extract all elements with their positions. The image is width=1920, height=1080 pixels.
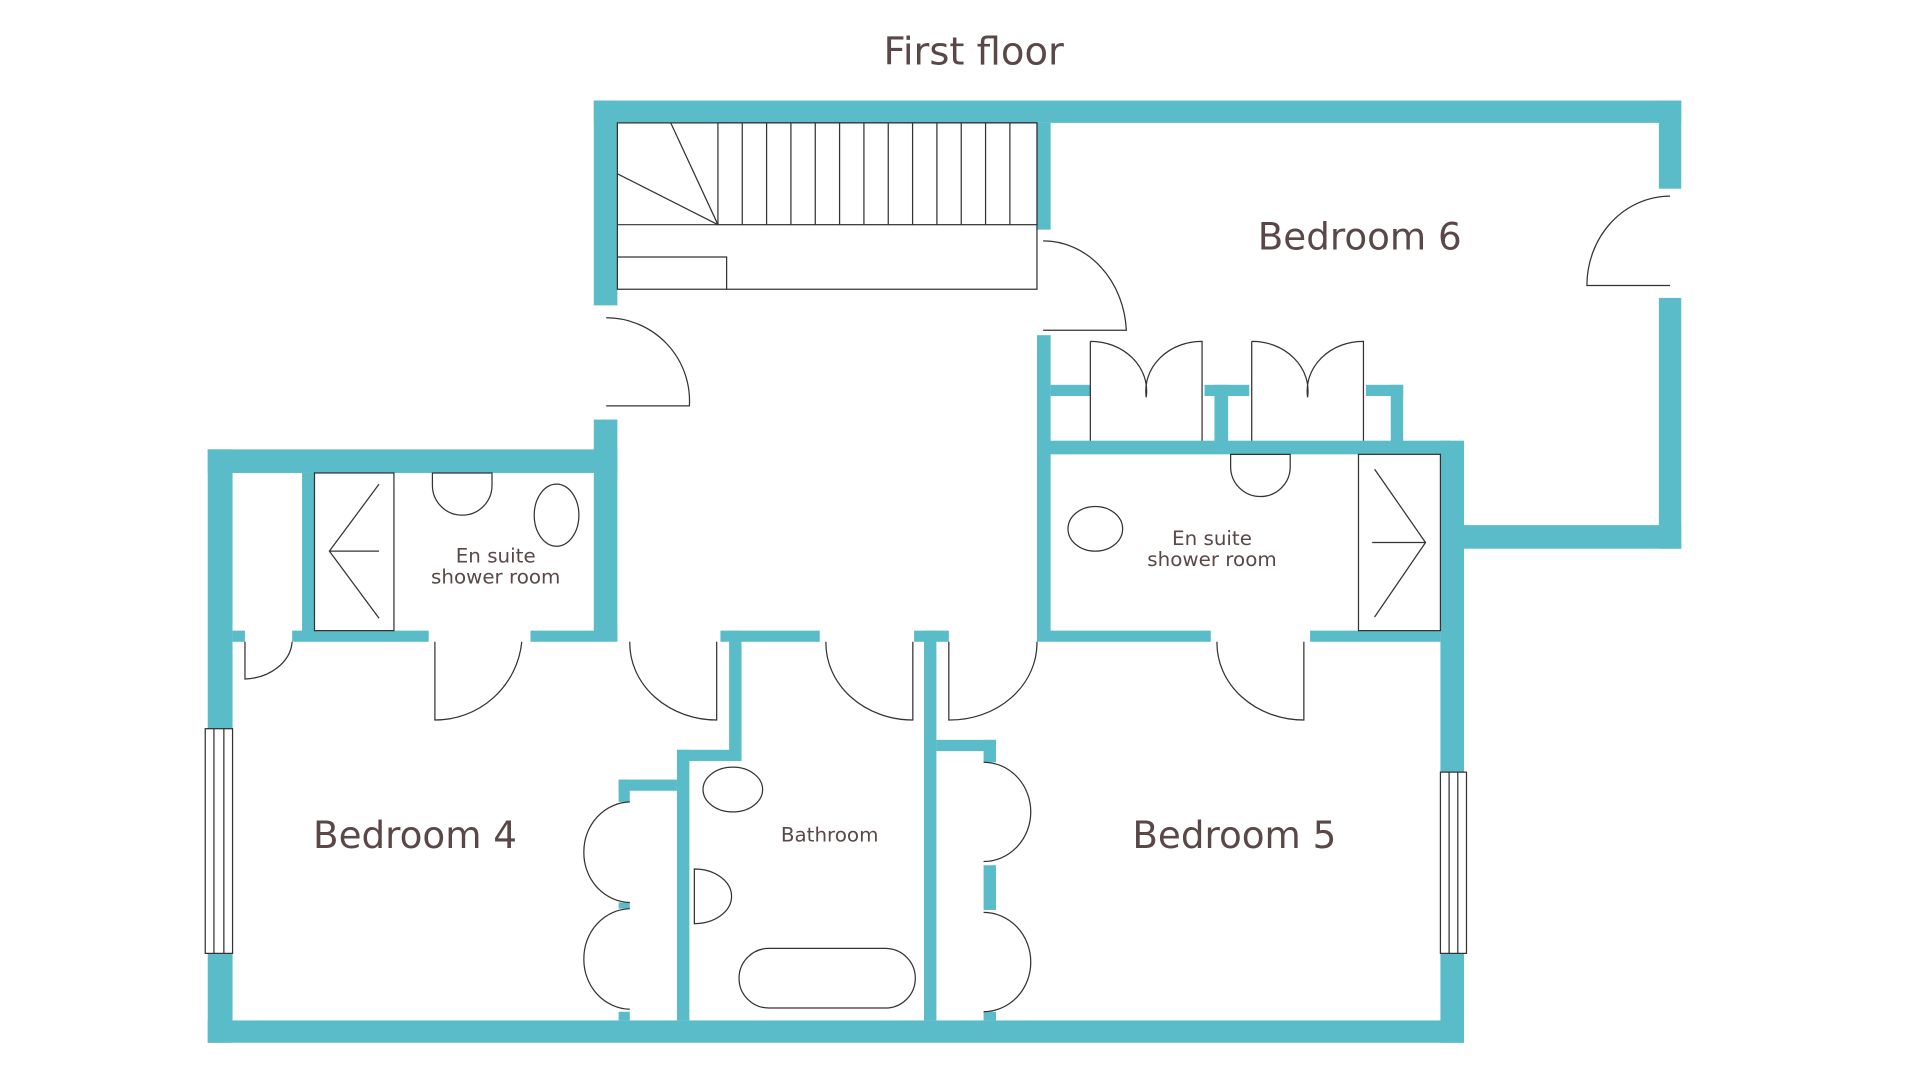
door-ensuite-left [434, 641, 523, 721]
stair-flight [717, 122, 1038, 226]
wall-segment [983, 1011, 996, 1021]
wall-segment [302, 472, 315, 640]
wall-segment [1450, 525, 1682, 549]
wall-segment [292, 630, 429, 642]
shower-screen-right [1372, 468, 1427, 618]
doors [244, 195, 1671, 1013]
room-label-ensuite-right-line2: shower room [1147, 548, 1276, 571]
wall-segment [1658, 297, 1682, 549]
wall-segment [593, 100, 1682, 123]
wall-segment [618, 779, 677, 791]
bathtub [738, 947, 916, 1009]
door-bedroom-5 [948, 641, 1038, 721]
door-bedroom-4 [629, 641, 718, 721]
wall-segment [676, 749, 690, 1021]
wall-segment [232, 630, 245, 642]
wall-segment [593, 419, 618, 640]
wardrobe-doors-bedroom-4 [583, 801, 630, 1010]
window-bedroom-5-panes [1448, 772, 1459, 954]
wall-segment [207, 449, 618, 473]
windows [204, 728, 1468, 954]
basin-bathroom [693, 868, 733, 925]
basin-ensuite-left [431, 472, 493, 516]
room-label-bathroom: Bathroom [781, 824, 879, 847]
door-cupboard [244, 641, 293, 680]
room-label-bedroom-4: Bedroom 4 [313, 813, 517, 857]
stairs [616, 122, 1038, 290]
wall-segment [530, 630, 618, 642]
door-landing [606, 317, 691, 407]
wall-segment [207, 1020, 1465, 1043]
wall-segment [618, 1011, 630, 1021]
wall-segment [1365, 384, 1404, 396]
wall-segment [618, 779, 630, 802]
wall-segment [1310, 630, 1441, 642]
wall-segment [729, 630, 742, 761]
toilet-ensuite-right [1067, 505, 1124, 552]
wall-segment [207, 953, 233, 1043]
wardrobe-doors-bedroom-5 [983, 761, 1032, 1013]
wall-segment [1036, 630, 1211, 642]
wall-segment [1036, 122, 1051, 230]
toilet-bathroom [702, 766, 764, 813]
wall-segment [1658, 100, 1682, 189]
room-label-ensuite-left-line2: shower room [431, 565, 560, 588]
wall-segment [207, 449, 233, 729]
wall-segment [1036, 335, 1051, 640]
window-bedroom-4 [204, 728, 234, 954]
wall-segment [720, 630, 820, 642]
wall-segment [1214, 384, 1229, 445]
floor-title: First floor [883, 30, 1063, 75]
walls [207, 100, 1682, 1043]
door-bedroom-6 [1043, 240, 1127, 331]
wall-segment [1440, 440, 1464, 773]
shower-screen-left [328, 483, 380, 619]
stair-winders [617, 122, 728, 290]
fixtures [313, 453, 1442, 1009]
door-ensuite-right [1216, 641, 1305, 721]
basin-ensuite-right [1230, 453, 1291, 498]
window-bedroom-4-panes [213, 728, 225, 954]
wall-segment [983, 865, 996, 910]
wall-segment [1050, 384, 1091, 396]
door-bedroom-6-right [1586, 195, 1671, 287]
room-label-ensuite-left-line1: En suite [456, 544, 536, 567]
window-bedroom-5 [1439, 771, 1468, 954]
wall-segment [1036, 440, 1451, 455]
wardrobe-doors-bedroom-6 [1089, 340, 1365, 441]
wall-segment [676, 749, 742, 761]
wall-segment [1390, 384, 1404, 445]
wall-segment [593, 100, 618, 306]
wall-segment [936, 739, 996, 752]
wall-segment [983, 739, 996, 763]
room-label-ensuite-right-line1: En suite [1172, 527, 1252, 550]
room-label-bedroom-6: Bedroom 6 [1258, 215, 1462, 259]
room-label-bedroom-5: Bedroom 5 [1132, 813, 1336, 857]
wall-segment [618, 902, 630, 909]
wall-segment [924, 630, 937, 1021]
toilet-ensuite-left [533, 483, 580, 547]
stair-treads [741, 122, 1011, 225]
door-bathroom [825, 641, 914, 721]
